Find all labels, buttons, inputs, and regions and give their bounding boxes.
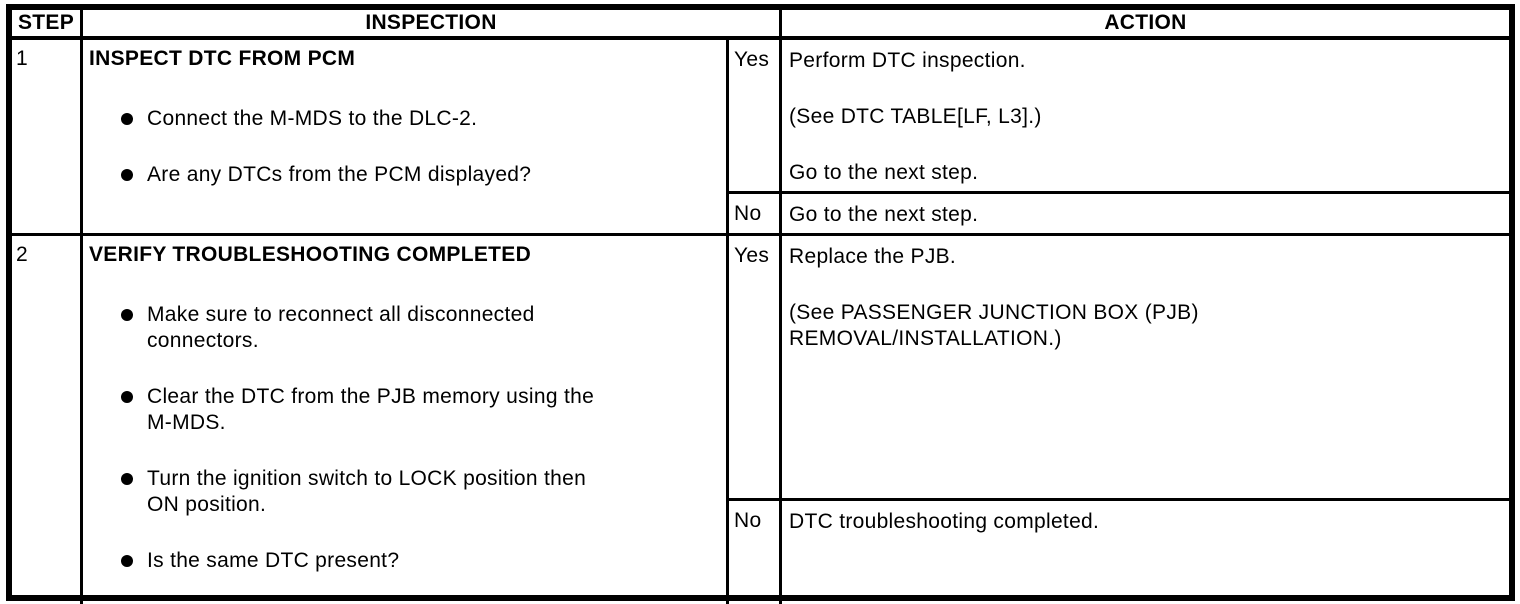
bullet-icon xyxy=(121,473,133,485)
no-branch: No DTC troubleshooting completed. xyxy=(729,501,1509,604)
step-number: 1 xyxy=(12,40,83,233)
bullet-text: Clear the DTC from the PJB memory using … xyxy=(147,385,595,408)
header-inspection: INSPECTION xyxy=(83,10,782,36)
inspection-title: INSPECT DTC FROM PCM xyxy=(89,47,356,70)
bullet-icon xyxy=(121,391,133,403)
bullet-icon xyxy=(121,169,133,181)
action-cell: DTC troubleshooting completed. xyxy=(782,501,1509,604)
bullet-item: Is the same DTC present? xyxy=(121,548,718,574)
yes-branch: Yes Replace the PJB. (See PASSENGER JUNC… xyxy=(729,236,1509,501)
inspection-cell: VERIFY TROUBLESHOOTING COMPLETED Make su… xyxy=(83,236,729,604)
bullet-icon xyxy=(121,113,133,125)
bullet-icon xyxy=(121,555,133,567)
bullet-item: Turn the ignition switch to LOCK positio… xyxy=(121,466,718,518)
no-branch: No Go to the next step. xyxy=(729,194,1509,258)
action-text: Go to the next step. xyxy=(789,161,979,184)
yes-no-action-block: Yes Perform DTC inspection. (See DTC TAB… xyxy=(729,40,1509,258)
no-label: No xyxy=(729,194,782,258)
header-action: ACTION xyxy=(1104,11,1187,34)
header-step: STEP xyxy=(12,10,83,36)
action-cell: Replace the PJB. (See PASSENGER JUNCTION… xyxy=(782,236,1509,498)
bullet-text: Are any DTCs from the PCM displayed? xyxy=(147,163,532,186)
bullet-text: Connect the M-MDS to the DLC-2. xyxy=(147,107,478,130)
bullet-text: Is the same DTC present? xyxy=(147,549,400,572)
bullet-item: Connect the M-MDS to the DLC-2. xyxy=(121,106,718,132)
action-text: (See PASSENGER JUNCTION BOX (PJB) xyxy=(789,301,1199,324)
yes-branch: Yes Perform DTC inspection. (See DTC TAB… xyxy=(729,40,1509,194)
step-row-2: 2 VERIFY TROUBLESHOOTING COMPLETED Make … xyxy=(12,236,1509,604)
bullet-item: Make sure to reconnect all disconnected … xyxy=(121,302,718,354)
no-label: No xyxy=(729,501,782,604)
bullet-icon xyxy=(121,309,133,321)
yes-no-action-block: Yes Replace the PJB. (See PASSENGER JUNC… xyxy=(729,236,1509,604)
bullet-text: M-MDS. xyxy=(147,411,226,434)
action-text: REMOVAL/INSTALLATION.) xyxy=(789,327,1062,350)
bullet-text: connectors. xyxy=(147,329,259,352)
action-cell: Perform DTC inspection. (See DTC TABLE[L… xyxy=(782,40,1509,191)
yes-label: Yes xyxy=(729,40,782,191)
inspection-cell: INSPECT DTC FROM PCM Connect the M-MDS t… xyxy=(83,40,729,233)
action-text: DTC troubleshooting completed. xyxy=(789,510,1100,533)
action-text: Perform DTC inspection. xyxy=(789,49,1026,72)
yes-label: Yes xyxy=(729,236,782,498)
step-number: 2 xyxy=(12,236,83,604)
bullet-text: ON position. xyxy=(147,493,267,516)
action-text: Go to the next step. xyxy=(789,203,979,226)
bullet-text: Make sure to reconnect all disconnected xyxy=(147,303,535,326)
bullet-item: Are any DTCs from the PCM displayed? xyxy=(121,162,718,188)
action-text: Replace the PJB. xyxy=(789,245,957,268)
bullet-item: Clear the DTC from the PJB memory using … xyxy=(121,384,718,436)
bullet-text: Turn the ignition switch to LOCK positio… xyxy=(147,467,587,490)
table-header-row: STEP INSPECTION ACTION xyxy=(12,10,1509,40)
step-row-1: 1 INSPECT DTC FROM PCM Connect the M-MDS… xyxy=(12,40,1509,258)
action-cell: Go to the next step. xyxy=(782,194,1509,258)
troubleshooting-table: STEP INSPECTION ACTION 1 INSPECT DTC FRO… xyxy=(6,4,1515,604)
action-text: (See DTC TABLE[LF, L3].) xyxy=(789,105,1042,128)
inspection-title: VERIFY TROUBLESHOOTING COMPLETED xyxy=(89,243,532,266)
